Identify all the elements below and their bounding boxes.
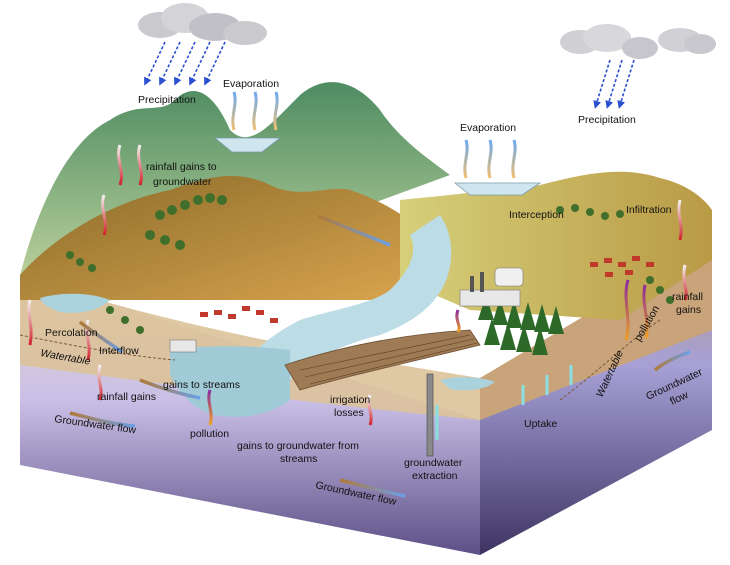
gains-from-streams-label-1: gains to groundwater from <box>237 440 359 452</box>
evaporation-arrows-left <box>231 91 279 131</box>
precipitation-arrows-left <box>144 41 226 86</box>
interflow-label: Interflow <box>99 345 139 357</box>
gains-from-streams-label-2: streams <box>280 453 317 465</box>
uptake-arrows <box>435 365 573 440</box>
rainfall-gains-left-label: rainfall gains <box>97 391 156 403</box>
cloud-right <box>560 24 716 59</box>
groundwater-extraction-label-1: groundwater <box>404 457 463 469</box>
farm-shed <box>169 339 197 353</box>
watertable-line-left <box>19 334 176 361</box>
irrigation-losses-label-1: irrigation <box>330 394 370 406</box>
cloud-left <box>138 3 267 45</box>
right-lake <box>453 182 542 196</box>
evaporation-arrows-right <box>463 139 517 179</box>
rainfall-gains-to-groundwater-label-2: groundwater <box>153 176 212 188</box>
rainfall-gains-right-label-1: rainfall <box>672 291 703 303</box>
pollution-left-label: pollution <box>190 428 229 440</box>
mountain-reservoir <box>213 137 282 153</box>
irrigated-field <box>284 329 481 391</box>
rainfall-gains-right-label-2: gains <box>676 304 701 316</box>
groundwater-well <box>426 373 434 457</box>
brown-hills <box>20 175 420 300</box>
evaporation-right-label: Evaporation <box>460 122 516 134</box>
groundwater-flow-arrows <box>69 214 691 498</box>
infiltration-label: Infiltration <box>626 204 672 216</box>
left-pond <box>40 293 110 313</box>
river-pool <box>170 346 290 417</box>
houses-right <box>590 256 654 277</box>
river <box>230 215 452 385</box>
rainfall-gains-arrows <box>27 144 688 426</box>
precipitation-right-label: Precipitation <box>578 114 636 126</box>
trees-hills <box>66 193 674 334</box>
right-plain <box>400 171 712 320</box>
percolation-label: Percolation <box>45 327 98 339</box>
precipitation-left-label: Precipitation <box>138 94 196 106</box>
pollution-arrows <box>207 279 649 426</box>
right-pond <box>440 377 495 391</box>
houses-left <box>200 306 278 323</box>
uptake-label: Uptake <box>524 418 557 430</box>
precipitation-arrows-right <box>593 59 635 109</box>
factory <box>459 267 524 307</box>
rainfall-gains-to-groundwater-label-1: rainfall gains to <box>146 161 217 173</box>
forest-right <box>478 295 564 355</box>
field-furrows <box>299 334 478 385</box>
groundwater-extraction-label-2: extraction <box>412 470 458 482</box>
evaporation-left-label: Evaporation <box>223 78 279 90</box>
irrigation-losses-label-2: losses <box>334 407 364 419</box>
interception-label: Interception <box>509 209 564 221</box>
watertable-line-right <box>559 319 661 401</box>
gains-to-streams-label: gains to streams <box>163 379 240 391</box>
